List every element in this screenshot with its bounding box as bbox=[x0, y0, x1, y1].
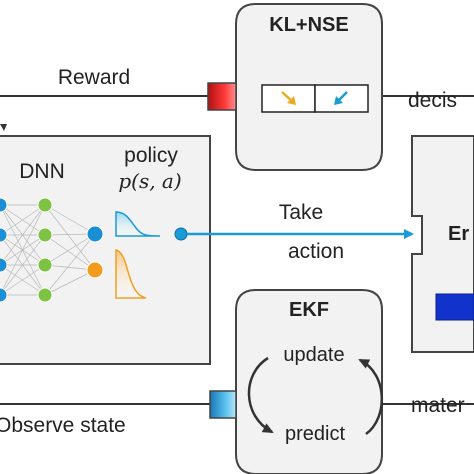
environment-node: Er bbox=[411, 135, 474, 353]
nn-edge bbox=[44, 204, 96, 235]
reward-label: Reward bbox=[58, 66, 130, 89]
environment-title: Er bbox=[448, 223, 469, 245]
nn-node bbox=[37, 227, 53, 243]
nn-node bbox=[37, 197, 53, 213]
ekf-title: EKF bbox=[289, 299, 329, 321]
nn-node bbox=[86, 225, 104, 243]
environment-block bbox=[435, 293, 474, 321]
nn-node bbox=[0, 287, 8, 303]
neural-network bbox=[0, 204, 96, 296]
policy-node: DNN policy p(s, a) bbox=[0, 124, 211, 365]
ekf-cycle-right-arrow bbox=[358, 358, 384, 436]
arrow-down-right-icon bbox=[281, 91, 296, 105]
ekf-predict-label: predict bbox=[285, 423, 345, 445]
state-port bbox=[209, 390, 237, 419]
ekf-node: EKF update predict bbox=[235, 289, 384, 474]
nn-edges bbox=[0, 204, 96, 296]
nn-node bbox=[86, 261, 104, 279]
policy-function-label: p(s, a) bbox=[118, 169, 181, 193]
observe-state-label: Observe state bbox=[0, 414, 126, 437]
nn-node bbox=[37, 287, 53, 303]
nn-edge bbox=[44, 234, 96, 271]
dnn-label: DNN bbox=[19, 160, 65, 183]
nn-node bbox=[0, 227, 8, 243]
nn-edge bbox=[0, 264, 46, 296]
klnse-title: KL+NSE bbox=[269, 14, 348, 36]
nn-edge bbox=[44, 269, 96, 296]
take-action-label-2: action bbox=[288, 240, 344, 263]
policy-label: policy bbox=[124, 144, 178, 167]
arrow-down-left-icon bbox=[334, 91, 348, 105]
action-source-dot bbox=[174, 227, 188, 241]
measurement-label: mater bbox=[411, 394, 465, 417]
take-action-label-1: Take bbox=[279, 201, 323, 224]
nn-node bbox=[0, 197, 8, 213]
ekf-update-label: update bbox=[283, 344, 344, 366]
nn-edge bbox=[0, 204, 46, 266]
nn-nodes bbox=[0, 197, 104, 303]
nn-edge bbox=[0, 234, 46, 296]
box-corner-mark bbox=[0, 124, 7, 131]
nn-node bbox=[0, 257, 8, 273]
nn-edge bbox=[44, 204, 96, 271]
ekf-cycle-left-arrow bbox=[247, 356, 274, 434]
klnse-node: KL+NSE bbox=[235, 3, 383, 171]
nn-edge bbox=[0, 204, 46, 296]
decision-label: decis bbox=[408, 89, 457, 112]
nn-edge bbox=[44, 233, 96, 266]
nn-edge bbox=[0, 204, 46, 236]
policy-distribution-blue bbox=[115, 211, 161, 237]
nn-edge bbox=[44, 233, 96, 296]
nn-node bbox=[37, 257, 53, 273]
reward-port bbox=[207, 82, 237, 111]
policy-distribution-orange bbox=[115, 249, 147, 299]
